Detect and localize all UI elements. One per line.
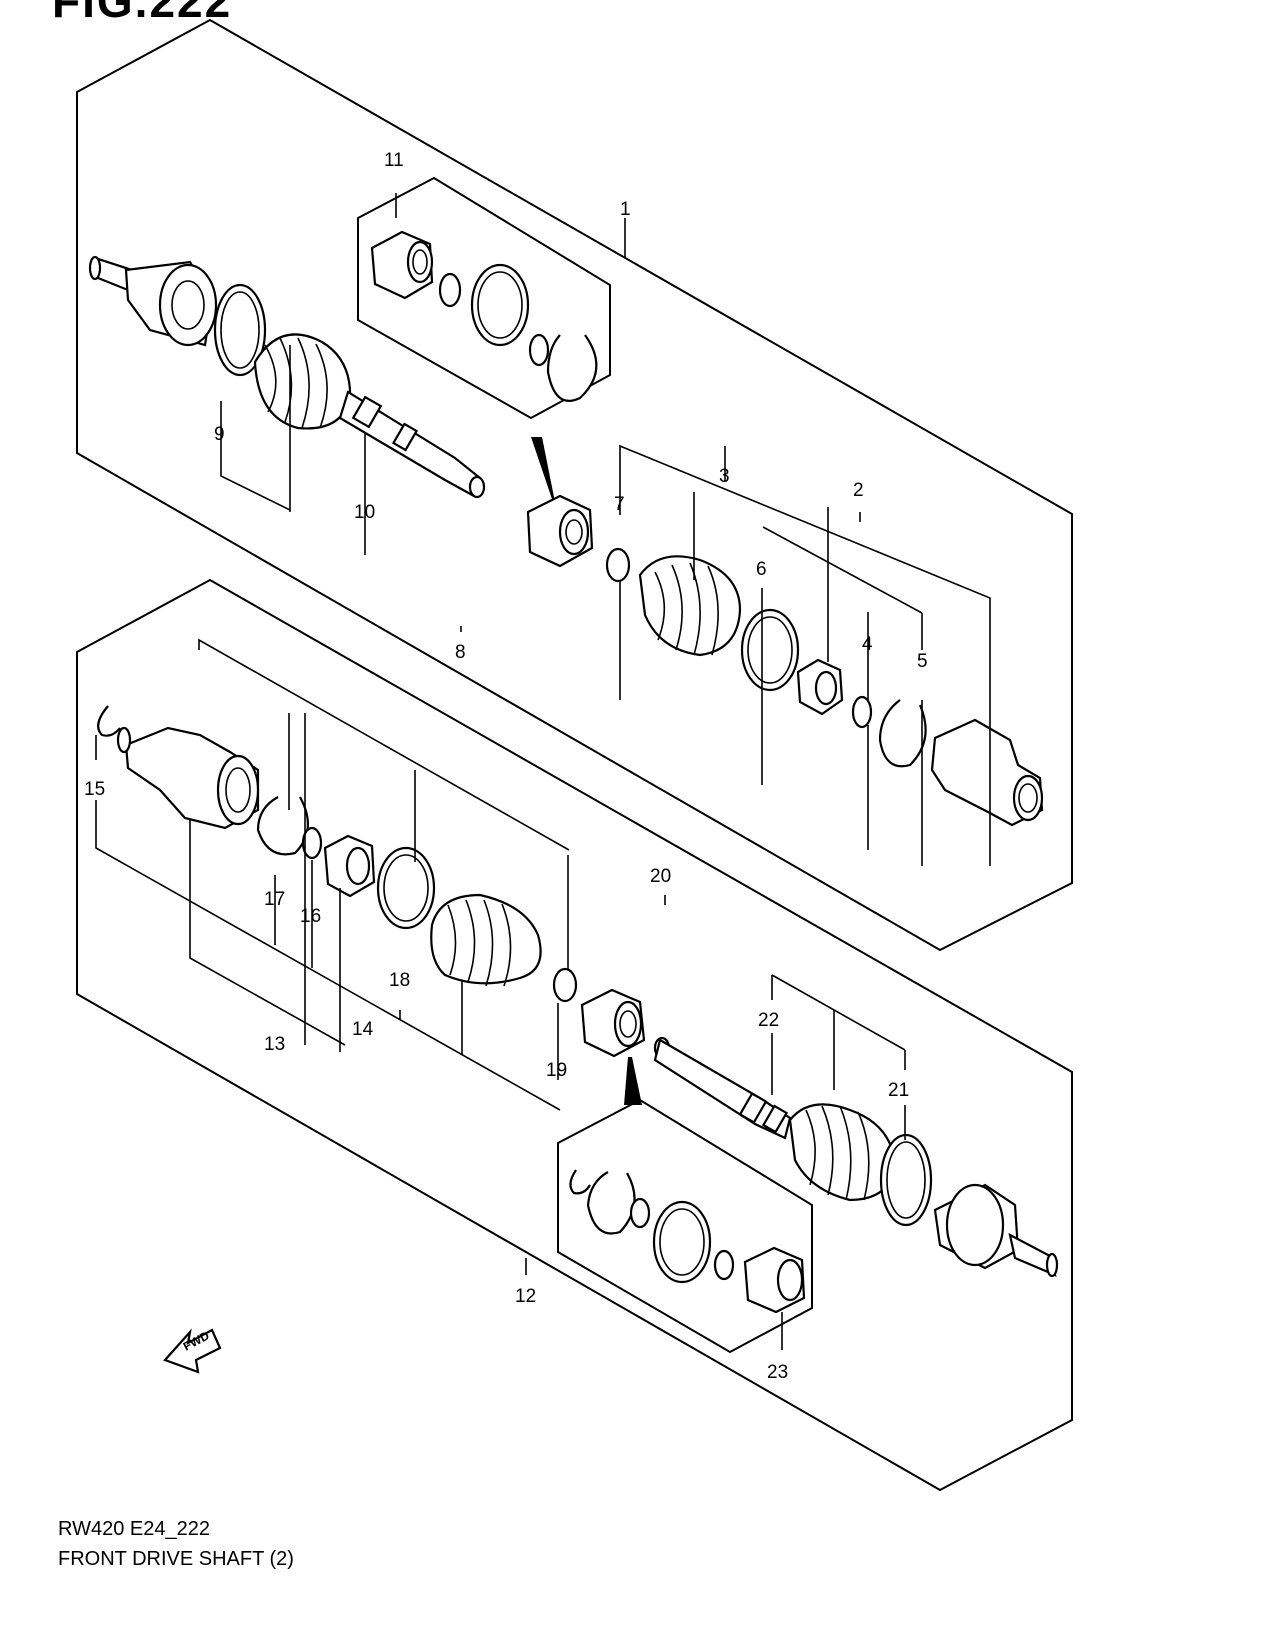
callout-10: 10 — [354, 502, 375, 523]
callout-9: 9 — [214, 424, 225, 445]
upper-assembly-outline — [76, 18, 1073, 952]
caption-block: RW420 E24_222 FRONT DRIVE SHAFT (2) — [58, 1514, 294, 1574]
callout-1: 1 — [620, 199, 631, 220]
boot-upper — [638, 555, 742, 657]
caption-name: FRONT DRIVE SHAFT (2) — [58, 1548, 294, 1570]
callout-7: 7 — [614, 494, 625, 515]
callout-16: 16 — [300, 906, 321, 927]
callout-5: 5 — [917, 651, 928, 672]
leader-lines — [95, 193, 991, 1350]
callout-15: 15 — [84, 779, 105, 800]
inner-joint-housing-lower — [580, 988, 646, 1058]
callout-19: 19 — [546, 1060, 567, 1081]
callout-12: 12 — [515, 1286, 536, 1307]
callout-11: 11 — [384, 150, 404, 171]
callout-23: 23 — [767, 1362, 788, 1383]
callout-labels: 1 2 3 4 5 6 7 8 9 10 11 12 13 14 15 16 1… — [84, 150, 928, 1383]
fwd-arrow-icon: FWD — [163, 1328, 222, 1374]
clamp-19 — [552, 967, 578, 1003]
callout-22: 22 — [758, 1010, 779, 1031]
callout-2: 2 — [853, 480, 864, 501]
callout-6: 6 — [756, 559, 767, 580]
circlip-5 — [878, 699, 927, 768]
boot-lower — [430, 893, 542, 987]
callout-20: 20 — [650, 866, 671, 887]
cage-upper — [796, 658, 844, 716]
inset-box-11 — [357, 176, 611, 420]
inner-joint-outer-race-upper — [930, 718, 1044, 827]
snap-ring-16 — [301, 826, 323, 860]
clamp-6 — [740, 608, 800, 692]
circlip-15 — [97, 705, 121, 737]
inner-joint-outer-race-lower — [116, 726, 260, 830]
clamp-18 — [376, 846, 436, 930]
callout-13: 13 — [264, 1034, 285, 1055]
cage-lower — [323, 834, 376, 898]
lower-assembly-outline — [76, 578, 1073, 1492]
inset-pointer-lower — [624, 1057, 642, 1105]
upper-shaft-assembly — [88, 255, 486, 499]
callout-8: 8 — [455, 642, 466, 663]
inset-23-parts — [569, 1169, 806, 1314]
clamp-7 — [605, 547, 631, 583]
callout-21: 21 — [888, 1080, 909, 1101]
lower-shaft-assembly — [653, 1036, 1059, 1278]
callout-17: 17 — [264, 889, 285, 910]
caption-code: RW420 E24_222 — [58, 1518, 210, 1540]
circlip-17 — [256, 796, 309, 856]
inset-pointer-upper — [531, 437, 555, 502]
callout-14: 14 — [352, 1019, 374, 1040]
inner-joint-housing-upper — [526, 494, 594, 568]
callout-18: 18 — [389, 970, 410, 991]
callout-4: 4 — [862, 634, 873, 655]
callout-3: 3 — [719, 466, 730, 487]
snap-ring-4 — [851, 695, 873, 729]
figure-title: FIG.222 — [52, 0, 233, 27]
inset-11-parts — [370, 230, 598, 402]
